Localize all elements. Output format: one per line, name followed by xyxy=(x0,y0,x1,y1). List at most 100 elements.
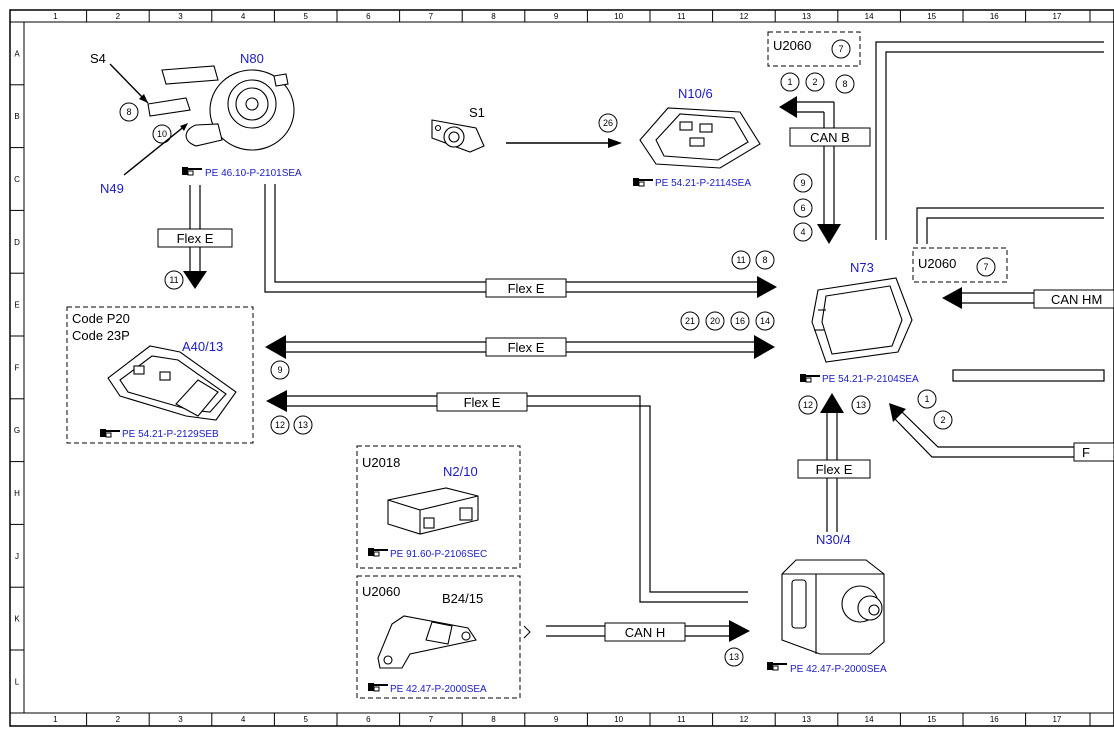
n73-ref-link[interactable]: PE 54.21-P-2104SEA xyxy=(822,374,919,385)
svg-text:8: 8 xyxy=(842,79,847,89)
svg-text:1: 1 xyxy=(924,394,929,404)
u2060-top-box: U2060 7 xyxy=(767,31,861,67)
finger-pointer-icon xyxy=(367,682,389,692)
s1-label: S1 xyxy=(469,105,485,120)
pin-13-can-h: 13 xyxy=(729,652,739,662)
b24-15-label: B24/15 xyxy=(442,591,483,606)
u2018-label: U2018 xyxy=(362,455,400,470)
s1-to-n10-6-signal: 26 xyxy=(506,113,622,148)
u2060-mid-box: U2060 7 xyxy=(912,247,1008,283)
row-e-pins: 21 20 16 14 xyxy=(680,311,775,331)
s4-label: S4 xyxy=(90,51,106,66)
column-number: 10 xyxy=(614,715,623,724)
svg-text:16: 16 xyxy=(735,316,745,326)
n49-label: N49 xyxy=(100,181,124,196)
column-number: 15 xyxy=(927,12,936,21)
can-h-label: CAN H xyxy=(625,625,665,640)
n30-4-component: N30/4 PE 42.47-P-2000SEA xyxy=(766,532,887,675)
svg-text:13: 13 xyxy=(298,420,308,430)
column-number: 13 xyxy=(802,715,811,724)
right-top-wiring xyxy=(875,41,1104,244)
row-letter: H xyxy=(14,489,20,498)
n73-label: N73 xyxy=(850,260,874,275)
finger-pointer-icon xyxy=(799,373,821,383)
column-number: 8 xyxy=(491,12,496,21)
n80-component: S4 N80 8 10 N49 PE 46.10-P-2101SEA xyxy=(90,51,302,196)
row-letter: E xyxy=(14,301,19,310)
flex-e-label-row-e: Flex E xyxy=(508,281,545,296)
diagram-frame xyxy=(9,9,1114,727)
column-number: 14 xyxy=(865,12,874,21)
column-number: 10 xyxy=(614,12,623,21)
column-number: 11 xyxy=(677,12,686,21)
svg-text:13: 13 xyxy=(856,400,866,410)
finger-pointer-icon xyxy=(367,547,389,557)
yaw-sensor-drawing xyxy=(377,615,477,669)
row-letter: C xyxy=(14,175,20,184)
b24-15-ref-link[interactable]: PE 42.47-P-2000SEA xyxy=(390,684,487,695)
sam-module-drawing xyxy=(639,107,761,169)
n80-pin-10: 10 xyxy=(157,129,167,139)
right-f-label: F xyxy=(1082,445,1090,460)
column-number: 9 xyxy=(554,715,559,724)
s1-component: S1 xyxy=(431,105,485,153)
svg-text:8: 8 xyxy=(762,255,767,265)
finger-pointer-icon xyxy=(99,428,121,438)
a40-13-ref-link[interactable]: PE 54.21-P-2129SEB xyxy=(122,429,219,440)
column-number: 14 xyxy=(865,715,874,724)
n10-6-label: N10/6 xyxy=(678,86,713,101)
column-number: 2 xyxy=(116,12,121,21)
n2-10-ref-link[interactable]: PE 91.60-P-2106SEC xyxy=(390,549,487,560)
column-number: 3 xyxy=(178,715,183,724)
row-letter: G xyxy=(14,426,20,435)
u2060-top-label: U2060 xyxy=(773,38,811,53)
column-number: 7 xyxy=(429,12,434,21)
svg-text:11: 11 xyxy=(736,255,745,265)
n2-10-label: N2/10 xyxy=(443,464,478,479)
flex-e-label-n80: Flex E xyxy=(177,231,214,246)
svg-text:21: 21 xyxy=(685,316,695,326)
finger-pointer-icon xyxy=(181,166,203,176)
bracket-mark xyxy=(523,625,531,639)
column-number: 1 xyxy=(53,12,58,21)
n30-4-label: N30/4 xyxy=(816,532,851,547)
svg-text:14: 14 xyxy=(760,316,770,326)
column-number: 17 xyxy=(1052,715,1061,724)
n10-6-ref-link[interactable]: PE 54.21-P-2114SEA xyxy=(655,178,751,189)
row-letter: A xyxy=(14,49,20,58)
column-number: 7 xyxy=(429,715,434,724)
n80-ref-link[interactable]: PE 46.10-P-2101SEA xyxy=(205,168,302,179)
row-letter: B xyxy=(14,112,19,121)
column-number: 6 xyxy=(366,715,371,724)
code-23p-label: Code 23P xyxy=(72,328,130,343)
column-number: 8 xyxy=(491,715,496,724)
n80-label: N80 xyxy=(240,51,264,66)
pin-26: 26 xyxy=(603,118,613,128)
row-letter: K xyxy=(14,615,20,624)
n80-pin-8: 8 xyxy=(126,107,131,117)
column-number: 12 xyxy=(739,715,748,724)
esp-unit-drawing xyxy=(781,559,885,655)
svg-text:20: 20 xyxy=(710,316,720,326)
column-number: 11 xyxy=(677,715,686,724)
column-number: 16 xyxy=(990,12,999,21)
ignition-switch-drawing xyxy=(431,119,485,153)
row-letter: F xyxy=(15,363,20,372)
svg-text:2: 2 xyxy=(812,77,817,87)
column-number: 16 xyxy=(990,715,999,724)
n30-4-to-a40-flex-e xyxy=(286,395,748,603)
u2060-mid-pin-7: 7 xyxy=(983,262,988,272)
can-hm-label: CAN HM xyxy=(1051,292,1102,307)
column-number: 6 xyxy=(366,12,371,21)
code-p20-label: Code P20 xyxy=(72,311,130,326)
svg-text:9: 9 xyxy=(800,178,805,188)
column-number: 2 xyxy=(116,715,121,724)
svg-text:2: 2 xyxy=(940,415,945,425)
n30-4-ref-link[interactable]: PE 42.47-P-2000SEA xyxy=(790,664,887,675)
svg-text:12: 12 xyxy=(803,400,813,410)
svg-text:9: 9 xyxy=(277,365,282,375)
